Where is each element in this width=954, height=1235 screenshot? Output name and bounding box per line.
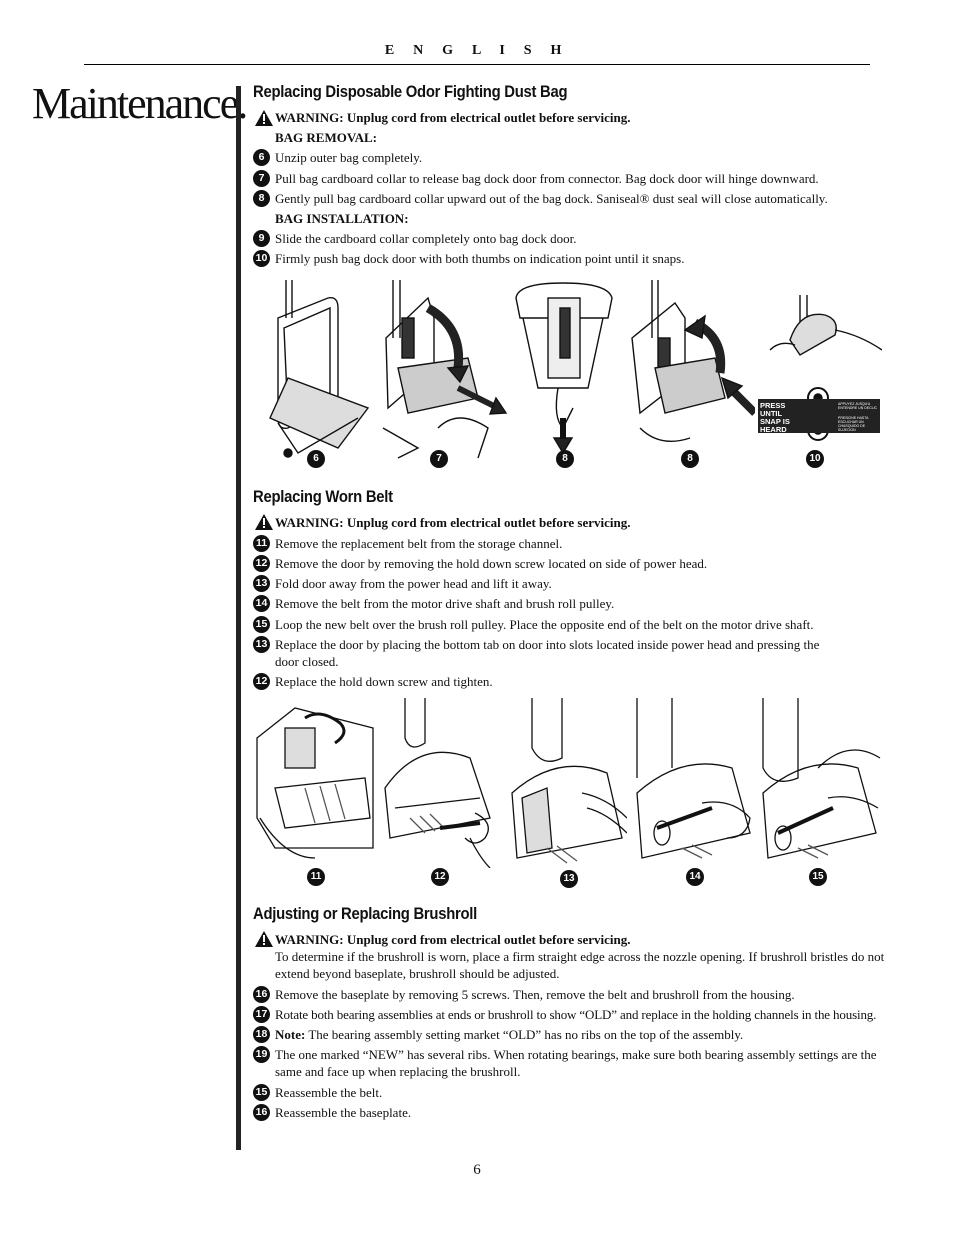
section-title-brushroll: Adjusting or Replacing Brushroll xyxy=(253,905,478,923)
figure-label: 8 xyxy=(681,450,699,468)
step-number: 11 xyxy=(253,535,270,552)
figure-loop-belt xyxy=(758,698,882,868)
step-number: 13 xyxy=(253,636,270,653)
step-number: 8 xyxy=(253,190,270,207)
page-title: Maintenance. xyxy=(32,79,248,128)
step-text: Remove the replacement belt from the sto… xyxy=(275,536,563,551)
language-header: E N G L I S H xyxy=(384,43,570,58)
figure-bag-snap xyxy=(760,290,882,465)
figure-remove-screw xyxy=(380,698,500,868)
step-text: Rotate both bearing assemblies at ends o… xyxy=(275,1007,877,1022)
press-label-en: PRESS UNTIL SNAP IS HEARD xyxy=(760,401,790,434)
figure-label: 14 xyxy=(686,868,704,886)
step-number: 9 xyxy=(253,230,270,247)
step-text: Reassemble the belt. xyxy=(275,1085,383,1100)
step-text: Replace the door by placing the bottom t… xyxy=(275,637,820,669)
figure-label: 8 xyxy=(556,450,574,468)
figure-bag-pull-up xyxy=(508,278,623,468)
step-number: 15 xyxy=(253,616,270,633)
step-number: 12 xyxy=(253,673,270,690)
note-text: The bearing assembly setting market “OLD… xyxy=(305,1027,744,1042)
figure-label: 13 xyxy=(560,870,578,888)
step-text: Replace the hold down screw and tighten. xyxy=(275,674,493,689)
step-number: 16 xyxy=(253,986,270,1003)
figure-bag-release xyxy=(378,278,508,468)
step-text: Remove the belt from the motor drive sha… xyxy=(275,596,615,611)
sidebar-bar xyxy=(236,86,241,1150)
section-title-worn-belt: Replacing Worn Belt xyxy=(253,488,393,506)
section-title-dust-bag: Replacing Disposable Odor Fighting Dust … xyxy=(253,83,568,101)
warning-icon xyxy=(255,110,273,126)
press-until-snap-label: PRESS UNTIL SNAP IS HEARD APPUYEZ JUSQU'… xyxy=(758,399,880,434)
step-text: Reassemble the baseplate. xyxy=(275,1105,412,1120)
step-text: Fold door away from the power head and l… xyxy=(275,576,552,591)
step-text: Pull bag cardboard collar to release bag… xyxy=(275,171,819,186)
warning-text: WARNING: Unplug cord from electrical out… xyxy=(275,932,631,947)
warning-text: WARNING: Unplug cord from electrical out… xyxy=(275,110,631,125)
step-text: Gently pull bag cardboard collar upward … xyxy=(275,191,828,206)
figure-bag-unzip xyxy=(258,278,378,468)
step-number: 15 xyxy=(253,1084,270,1101)
step-text: The one marked “NEW” has several ribs. W… xyxy=(275,1047,877,1079)
step-number: 14 xyxy=(253,595,270,612)
step-text: Loop the new belt over the brush roll pu… xyxy=(275,617,814,632)
step-number: 6 xyxy=(253,149,270,166)
step-text: Remove the baseplate by removing 5 screw… xyxy=(275,987,795,1002)
figure-fold-door xyxy=(507,698,627,873)
figure-remove-belt xyxy=(632,698,754,868)
figure-label: 12 xyxy=(431,868,449,886)
header-rule xyxy=(84,64,870,65)
figure-label: 7 xyxy=(430,450,448,468)
step-text: Remove the door by removing the hold dow… xyxy=(275,556,708,571)
step-number: 12 xyxy=(253,555,270,572)
figure-label: 6 xyxy=(307,450,325,468)
step-text: Unzip outer bag completely. xyxy=(275,150,423,165)
warning-icon xyxy=(255,514,273,530)
step-number: 13 xyxy=(253,575,270,592)
step-number: 18 xyxy=(253,1026,270,1043)
figure-belt-storage xyxy=(255,698,375,868)
step-text: Firmly push bag dock door with both thum… xyxy=(275,251,685,266)
step-text-note: Note: The bearing assembly setting marke… xyxy=(275,1026,887,1043)
warning-text: WARNING: Unplug cord from electrical out… xyxy=(275,515,631,530)
step-number: 10 xyxy=(253,250,270,267)
step-number: 19 xyxy=(253,1046,270,1063)
step-text: Slide the cardboard collar completely on… xyxy=(275,231,577,246)
note-label: Note: xyxy=(275,1027,306,1042)
bag-installation-heading: BAG INSTALLATION: xyxy=(275,211,409,226)
step-number: 17 xyxy=(253,1006,270,1023)
figure-label: 11 xyxy=(307,868,325,886)
intro-text: To determine if the brushroll is worn, p… xyxy=(275,949,885,981)
step-number: 16 xyxy=(253,1104,270,1121)
figure-label: 10 xyxy=(806,450,824,468)
step-number: 7 xyxy=(253,170,270,187)
page-number: 6 xyxy=(473,1162,481,1178)
bag-removal-heading: BAG REMOVAL: xyxy=(275,130,377,145)
figure-label: 15 xyxy=(809,868,827,886)
press-label-fr: APPUYEZ JUSQU'A ENTENDRE UN DECLIC xyxy=(838,402,878,410)
warning-icon xyxy=(255,931,273,947)
press-label-es: PRESIONE HASTA ESCUCHAR UN CHASQUIDO DE … xyxy=(838,416,869,432)
figure-bag-install xyxy=(630,278,755,468)
